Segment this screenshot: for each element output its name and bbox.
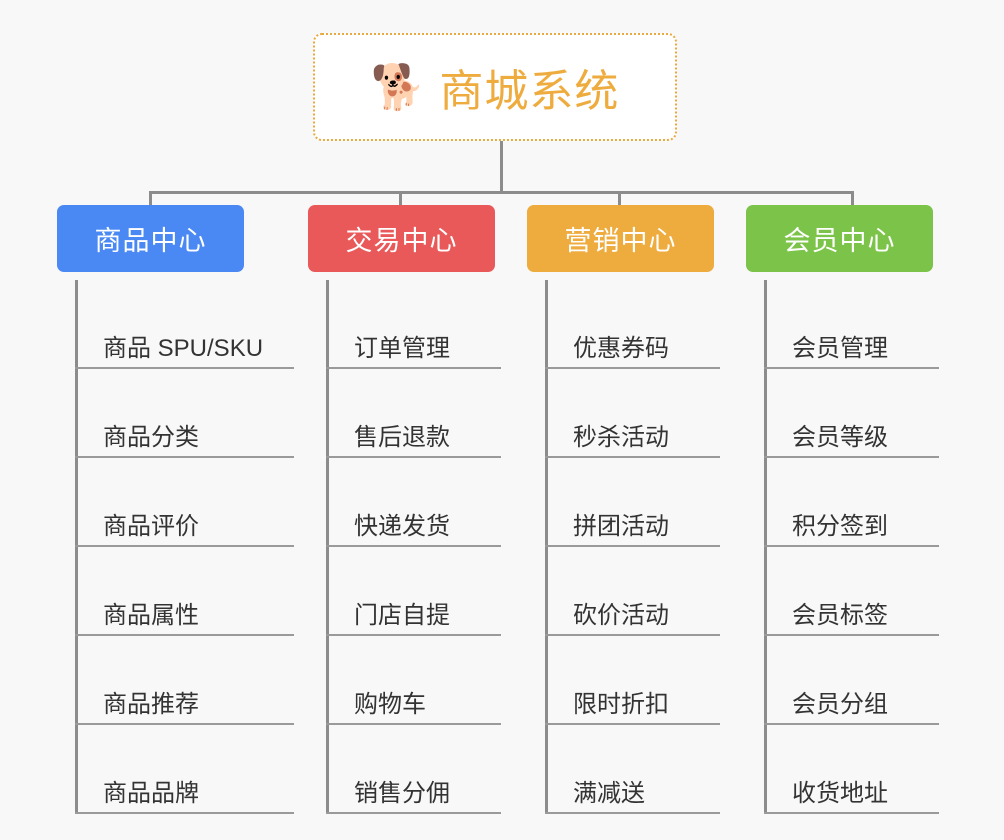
- bus-line: [149, 191, 854, 194]
- leaf-item[interactable]: 商品推荐: [75, 636, 294, 725]
- category-header-label: 会员中心: [783, 226, 896, 256]
- leaf-item[interactable]: 门店自提: [326, 547, 501, 636]
- leaf-item[interactable]: 快递发货: [326, 458, 501, 547]
- leaf-item[interactable]: 会员管理: [764, 280, 939, 369]
- category-header-1[interactable]: 商品中心: [57, 205, 244, 272]
- root-stem-line: [500, 141, 503, 193]
- category-header-4[interactable]: 会员中心: [746, 205, 933, 272]
- category-header-2[interactable]: 交易中心: [308, 205, 495, 272]
- leaf-item-label: 订单管理: [354, 334, 450, 362]
- leaf-item-label: 购物车: [354, 690, 426, 718]
- leaf-item-label: 商品品牌: [103, 779, 199, 807]
- leaf-item-label: 限时折扣: [573, 690, 669, 718]
- column-spine-line-3: [545, 280, 548, 814]
- leaf-item-label: 销售分佣: [354, 779, 450, 807]
- leaf-item-label: 优惠券码: [573, 334, 669, 362]
- leaf-item[interactable]: 商品 SPU/SKU: [75, 280, 294, 369]
- column-spine-line-1: [75, 280, 78, 814]
- root-node[interactable]: 🐕 商城系统: [313, 33, 677, 141]
- leaf-item-label: 商品推荐: [103, 690, 199, 718]
- leaf-item[interactable]: 满减送: [545, 725, 720, 814]
- leaf-item-label: 拼团活动: [573, 512, 669, 540]
- leaf-item[interactable]: 优惠券码: [545, 280, 720, 369]
- leaf-item-label: 会员标签: [792, 601, 888, 629]
- leaf-item-label: 收货地址: [792, 779, 888, 807]
- leaf-item-label: 商品分类: [103, 423, 199, 451]
- category-header-label: 交易中心: [345, 226, 458, 256]
- root-title: 商城系统: [439, 67, 620, 116]
- column-spine-line-4: [764, 280, 767, 814]
- leaf-item[interactable]: 商品分类: [75, 369, 294, 458]
- leaf-item-label: 商品属性: [103, 601, 199, 629]
- leaf-item-label: 会员等级: [792, 423, 888, 451]
- leaf-item[interactable]: 秒杀活动: [545, 369, 720, 458]
- leaf-item-label: 商品评价: [103, 512, 199, 540]
- category-header-label: 营销中心: [564, 226, 677, 256]
- leaf-item-label: 砍价活动: [573, 601, 669, 629]
- leaf-item-label: 秒杀活动: [573, 423, 669, 451]
- leaf-item[interactable]: 购物车: [326, 636, 501, 725]
- leaf-item[interactable]: 积分签到: [764, 458, 939, 547]
- leaf-item-label: 满减送: [573, 779, 645, 807]
- leaf-item-label: 会员管理: [792, 334, 888, 362]
- drop-line-3: [618, 191, 621, 207]
- drop-line-2: [399, 191, 402, 207]
- shiba-dog-face-icon: 🐕: [370, 63, 426, 112]
- drop-line-1: [149, 191, 152, 207]
- leaf-item[interactable]: 收货地址: [764, 725, 939, 814]
- leaf-item-label: 会员分组: [792, 690, 888, 718]
- leaf-item-label: 商品 SPU/SKU: [103, 334, 264, 362]
- leaf-item[interactable]: 拼团活动: [545, 458, 720, 547]
- leaf-item-label: 门店自提: [354, 601, 450, 629]
- leaf-item[interactable]: 订单管理: [326, 280, 501, 369]
- leaf-item[interactable]: 会员标签: [764, 547, 939, 636]
- drop-line-4: [851, 191, 854, 207]
- leaf-item[interactable]: 商品品牌: [75, 725, 294, 814]
- leaf-item[interactable]: 售后退款: [326, 369, 501, 458]
- leaf-item[interactable]: 销售分佣: [326, 725, 501, 814]
- leaf-item[interactable]: 商品评价: [75, 458, 294, 547]
- leaf-item-label: 积分签到: [792, 512, 888, 540]
- leaf-item[interactable]: 会员等级: [764, 369, 939, 458]
- leaf-item-label: 快递发货: [354, 512, 450, 540]
- leaf-item[interactable]: 限时折扣: [545, 636, 720, 725]
- leaf-item[interactable]: 砍价活动: [545, 547, 720, 636]
- column-spine-line-2: [326, 280, 329, 814]
- category-header-label: 商品中心: [94, 226, 207, 256]
- leaf-item-label: 售后退款: [354, 423, 450, 451]
- leaf-item[interactable]: 商品属性: [75, 547, 294, 636]
- leaf-item[interactable]: 会员分组: [764, 636, 939, 725]
- category-header-3[interactable]: 营销中心: [527, 205, 714, 272]
